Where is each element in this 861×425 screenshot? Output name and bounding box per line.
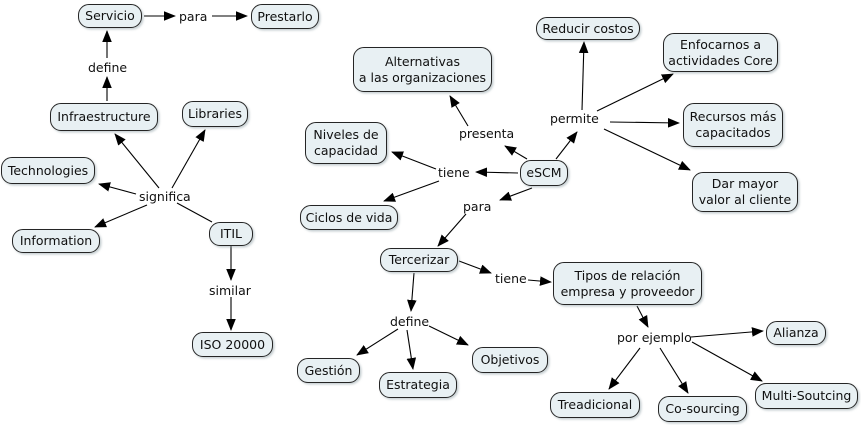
node-multisoutcing[interactable]: Multi-Soutcing (755, 383, 858, 409)
phrase-para-escm[interactable]: para (463, 199, 492, 214)
edge-define-estrategia (406, 329, 417, 370)
phrase-para-servicio[interactable]: para (179, 9, 208, 24)
phrase-significa[interactable]: significa (139, 189, 191, 204)
node-tipos-relacion[interactable]: Tipos de relación empresa y proveedor (553, 262, 702, 305)
node-niveles[interactable]: Niveles de capacidad (305, 122, 387, 164)
edge-porejemplo-alianza (690, 327, 764, 338)
phrase-por-ejemplo[interactable]: por ejemplo (617, 330, 692, 345)
node-infraestructure[interactable]: Infraestructure (50, 103, 158, 131)
node-servicio[interactable]: Servicio (78, 4, 142, 28)
node-itil[interactable]: ITIL (209, 222, 253, 246)
edge-tercerizar-tiene (458, 260, 492, 274)
edge-permite-reducir (578, 41, 589, 111)
phrase-define-infra[interactable]: define (88, 60, 128, 75)
node-alternativas[interactable]: Alternativas a las organizaciones (353, 47, 492, 92)
edge-tipos-porejemplo (636, 305, 649, 328)
node-information[interactable]: Information (12, 229, 100, 253)
edge-para-tercerizar (437, 213, 467, 247)
edge-porejemplo-treadicional (608, 347, 641, 390)
node-gestion[interactable]: Gestión (297, 358, 360, 383)
edge-tiene-ciclos (383, 180, 440, 202)
node-treadicional[interactable]: Treadicional (550, 392, 640, 418)
edge-escm-permite (555, 131, 578, 160)
node-objetivos[interactable]: Objetivos (472, 347, 548, 373)
phrase-permite[interactable]: permite (550, 111, 599, 126)
edge-escm-presenta (504, 145, 528, 160)
node-recursos[interactable]: Recursos más capacitados (683, 103, 783, 147)
node-tercerizar[interactable]: Tercerizar (380, 248, 458, 272)
edge-significa-information (94, 204, 148, 228)
node-iso20000[interactable]: ISO 20000 (192, 332, 273, 357)
edge-escm-tiene (475, 167, 519, 178)
edge-significa-libraries (171, 129, 206, 189)
edge-define-objetivos (428, 325, 469, 346)
edge-define-gestion (356, 328, 399, 356)
edge-tercerizar-define (407, 272, 417, 312)
edge-porejemplo-cosourcing (659, 347, 689, 394)
node-alianza[interactable]: Alianza (766, 321, 826, 345)
node-ciclos[interactable]: Ciclos de vida (300, 205, 398, 230)
edge-permite-darmayor (603, 128, 691, 171)
node-estrategia[interactable]: Estrategia (379, 372, 457, 398)
node-cosourcing[interactable]: Co-sourcing (658, 396, 747, 422)
edge-tiene-tipos (527, 276, 552, 286)
edge-permite-enfocarnos (596, 73, 674, 112)
node-technologies[interactable]: Technologies (1, 157, 95, 184)
phrase-similar[interactable]: similar (209, 283, 251, 298)
node-prestarlo[interactable]: Prestarlo (251, 4, 319, 29)
node-escm[interactable]: eSCM (520, 160, 568, 186)
phrase-presenta[interactable]: presenta (459, 126, 515, 141)
edge-permite-recursos (609, 118, 680, 128)
node-reducir-costos[interactable]: Reducir costos (536, 17, 640, 40)
edge-significa-infraestructure (114, 133, 160, 189)
node-libraries[interactable]: Libraries (182, 101, 248, 127)
edge-porejemplo-multisoutcing (691, 341, 763, 382)
edge-tiene-niveles (391, 151, 437, 170)
edge-itil-significa (176, 202, 213, 223)
edge-presenta-alternativas (449, 95, 469, 127)
node-enfocarnos[interactable]: Enfocarnos a actividades Core (663, 33, 778, 72)
phrase-define-tercerizar[interactable]: define (390, 314, 430, 329)
phrase-tiene-escm[interactable]: tiene (438, 165, 470, 180)
edge-significa-technologies (98, 182, 137, 195)
node-dar-mayor[interactable]: Dar mayor valor al cliente (692, 172, 798, 212)
edge-escm-para (499, 187, 533, 201)
phrase-tiene-tercerizar[interactable]: tiene (495, 271, 527, 286)
